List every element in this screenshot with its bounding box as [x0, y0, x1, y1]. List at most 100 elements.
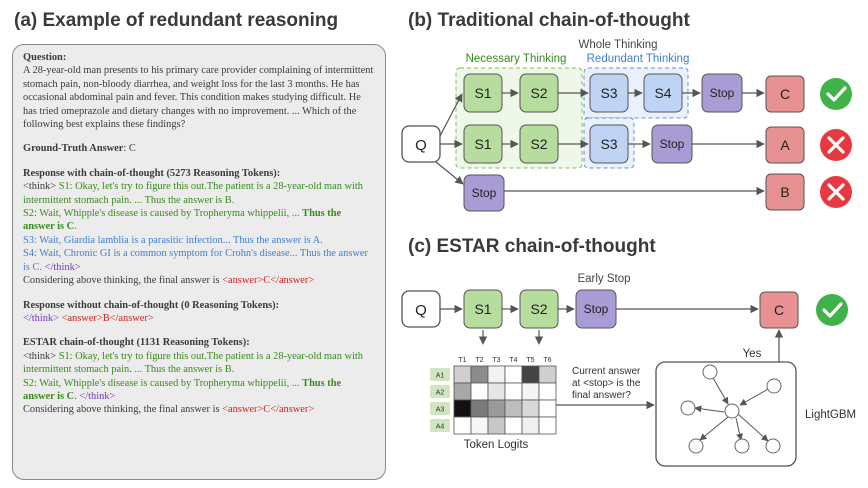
- tree-node: [680, 400, 696, 416]
- heatmap-row-label: A1: [436, 373, 445, 380]
- stop-question-line1: Current answer: [572, 366, 641, 377]
- c-answer-label: C: [774, 302, 784, 318]
- b-row2-s3-label: S3: [600, 136, 617, 152]
- heatmap-cell: [453, 382, 472, 401]
- heatmap-cell: [487, 382, 506, 401]
- necessary-thinking-label: Necessary Thinking: [466, 53, 567, 65]
- tree-node: [766, 378, 782, 394]
- panel-b-title: (b) Traditional chain-of-thought: [408, 10, 690, 31]
- early-stop-label: Early Stop: [577, 273, 630, 285]
- c-answer: [759, 291, 799, 329]
- tree-edge-3: [694, 405, 725, 413]
- tree-node: [765, 438, 781, 454]
- b-row2-answer: [765, 126, 805, 164]
- heatmap-cell: [470, 382, 489, 401]
- question-label: Question:: [23, 52, 67, 63]
- yes-label: Yes: [743, 348, 762, 360]
- stop-question-text: Current answer at <stop> is the final an…: [572, 366, 643, 401]
- heatmap-cell: [504, 399, 523, 418]
- step-s3-text: S3: Wait, Giardia lamblia is a parasitic…: [23, 234, 323, 246]
- b-row3-stop-label: Stop: [472, 186, 497, 200]
- heatmap-row-label: A4: [436, 424, 445, 431]
- token-logits-label: Token Logits: [464, 439, 529, 451]
- b-row1-s3-label: S3: [600, 85, 617, 101]
- b-row1-s4-label: S4: [654, 85, 671, 101]
- heatmap-cell: [521, 365, 540, 384]
- c-check-icon: [816, 294, 848, 326]
- tree-edge-4: [699, 416, 729, 441]
- heatmap-cell: [470, 399, 489, 418]
- heatmap-cell: [504, 416, 523, 435]
- b-row3-stop: [463, 174, 505, 212]
- b-row3-answer-label: B: [780, 184, 789, 200]
- response-nocot-heading: Response without chain-of-thought (0 Rea…: [23, 299, 280, 311]
- answer-tag-b: <answer>B</answer>: [61, 312, 154, 324]
- estar-think-close-tag: </think>: [79, 390, 116, 402]
- b-row2-cross-mark: [827, 136, 845, 154]
- panel-c-title: (c) ESTAR chain-of-thought: [408, 236, 656, 257]
- c-q-label: Q: [415, 302, 427, 319]
- step-s2-text: S2: Wait, Whipple's disease is caused by…: [23, 208, 303, 220]
- whole-thinking-label: Whole Thinking: [578, 39, 657, 51]
- b-row3-answer: [765, 173, 805, 211]
- heatmap-cell: [453, 399, 472, 418]
- panel-a-title: (a) Example of redundant reasoning: [14, 10, 339, 31]
- heatmap-col-label: T6: [543, 357, 551, 364]
- heatmap-cell: [538, 399, 557, 418]
- heatmap-cell: [538, 382, 557, 401]
- b-arrow-q-row3: [435, 161, 464, 185]
- step-s1-text: S1: Okay, let's try to figure this out.T…: [23, 181, 363, 206]
- b-row2-stop-label: Stop: [660, 137, 685, 151]
- heatmap-cell: [538, 416, 557, 435]
- step-s2-conclusion: Thus the answer is C: [23, 208, 342, 233]
- c-check-mark: [822, 302, 843, 318]
- stop-question-line2: at <stop> is the: [572, 378, 641, 389]
- answer-tag-c: <answer>C</answer>: [222, 275, 315, 287]
- b-row1-s1-label: S1: [474, 85, 491, 101]
- example-text-panel: Question: A 28-year-old man presents to …: [12, 44, 386, 480]
- heatmap-cell: [521, 416, 540, 435]
- b-arrow-q-row1: [439, 93, 463, 137]
- heatmap-col-label: T3: [492, 357, 500, 364]
- heatmap-row-label-box: [430, 385, 450, 398]
- tree-edge-6: [737, 413, 769, 442]
- tree-node: [688, 438, 704, 454]
- tree-node: [702, 364, 718, 380]
- b-row1-answer-label: C: [780, 86, 790, 102]
- heatmap-cell: [470, 365, 489, 384]
- tree-edge-2: [739, 387, 771, 406]
- lightgbm-tree-edges: [694, 375, 771, 442]
- heatmap-cell: [487, 416, 506, 435]
- estar-step-s2-conclusion: Thus the answer is C: [23, 377, 342, 402]
- b-row2-s2-label: S2: [530, 136, 547, 152]
- tree-edge-1: [711, 375, 729, 405]
- estar-heading: ESTAR chain-of-thought (1131 Reasoning T…: [23, 337, 250, 349]
- ground-truth-value: : C: [123, 143, 136, 155]
- b-row1-check-icon: [820, 78, 852, 110]
- b-row2-answer-label: A: [780, 137, 790, 153]
- ground-truth-label: Ground-Truth Answer: [23, 143, 124, 155]
- think-close-tag: </think>: [44, 261, 81, 273]
- heatmap-cell: [504, 365, 523, 384]
- considering-text: Considering above thinking, the final an…: [23, 275, 223, 287]
- b-row1-answer: [765, 75, 805, 113]
- heatmap-cell: [453, 416, 472, 435]
- heatmap-row-label: A2: [436, 390, 445, 397]
- stop-question-line3: final answer?: [572, 390, 631, 401]
- heatmap-cell: [453, 365, 472, 384]
- heatmap-col-label: T5: [526, 357, 534, 364]
- estar-considering-text: Considering above thinking, the final an…: [23, 404, 223, 416]
- estar-step-s2-text: S2: Wait, Whipple's disease is caused by…: [23, 377, 303, 389]
- heatmap-row-label: A3: [436, 407, 445, 414]
- heatmap-cell: [538, 365, 557, 384]
- b-row1-stop-label: Stop: [710, 86, 735, 100]
- c-s1-label: S1: [474, 301, 491, 317]
- tree-node: [724, 403, 740, 419]
- b-q-label: Q: [415, 137, 427, 154]
- heatmap-cell: [504, 382, 523, 401]
- b-row3-cross-mark: [827, 183, 845, 201]
- step-s2-period: .: [74, 221, 77, 233]
- heatmap-col-label: T4: [509, 357, 517, 364]
